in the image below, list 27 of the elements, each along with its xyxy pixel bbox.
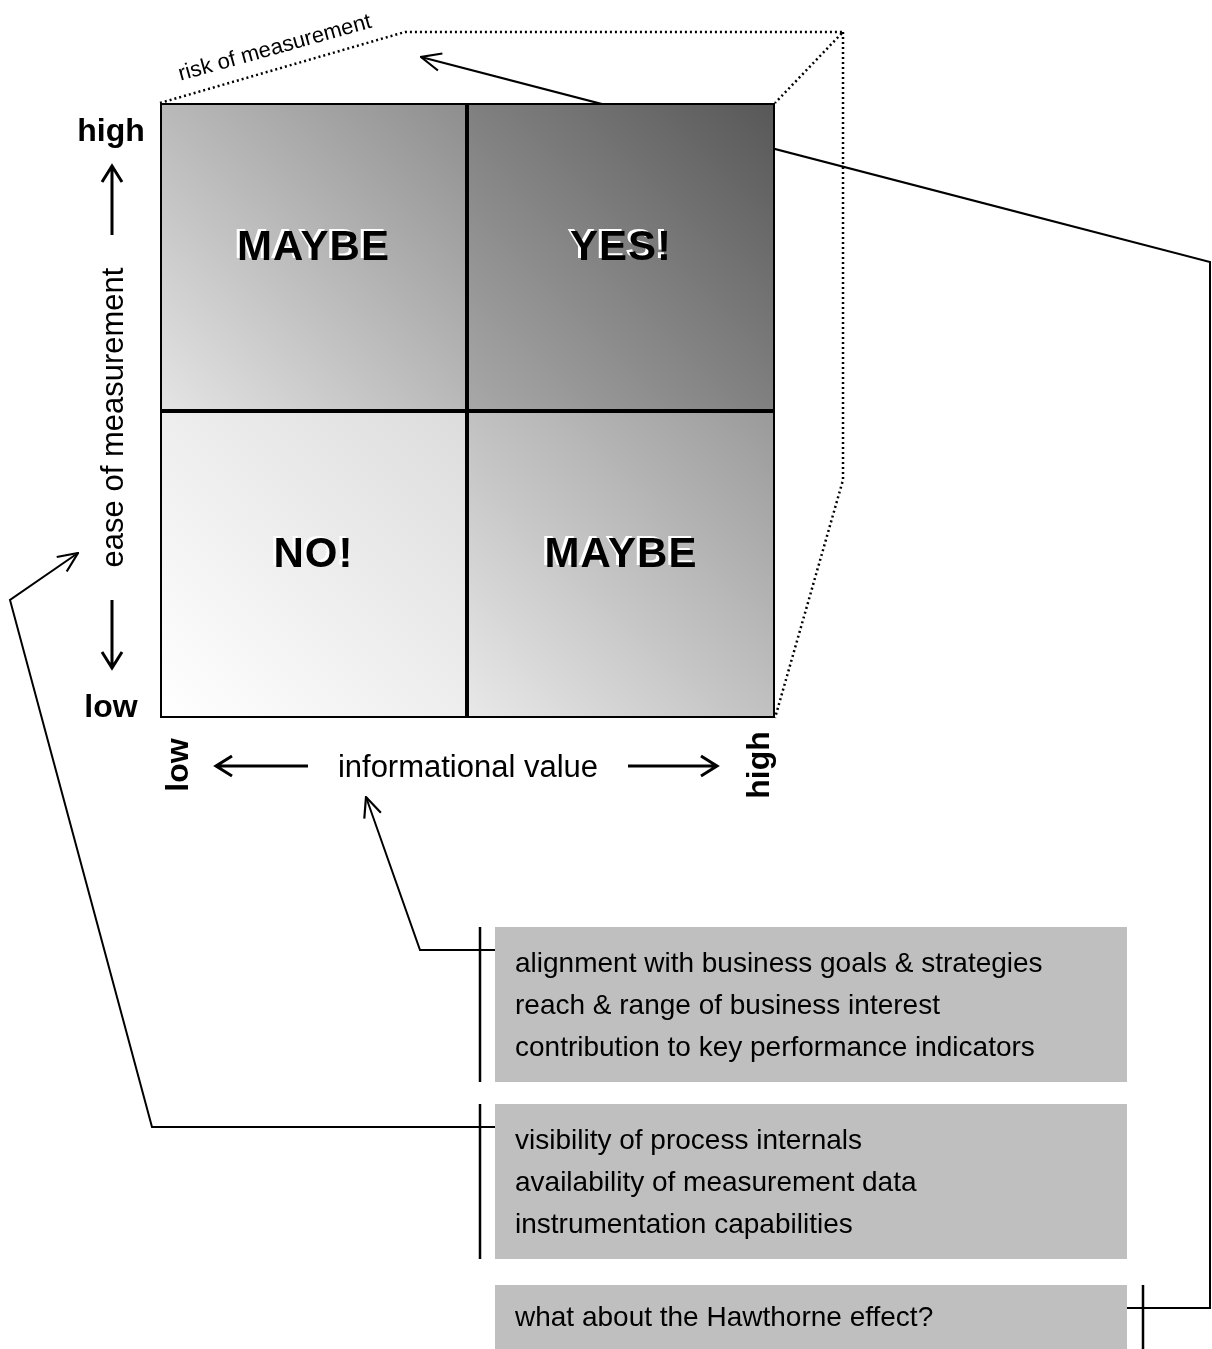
quadrant-cell (160, 411, 467, 718)
note-line: alignment with business goals & strategies (515, 945, 1044, 980)
axis-end-label: high (742, 731, 774, 799)
note-line: instrumentation capabilities (515, 1206, 854, 1241)
axis-end-label: low (84, 690, 138, 722)
quadrant-label: MAYBE (544, 528, 698, 578)
leader-line (363, 795, 496, 951)
note-box (495, 1285, 1127, 1349)
leader-line (8, 551, 496, 1128)
axis-end-label: high (77, 114, 145, 146)
note-line: visibility of process internals (515, 1122, 864, 1157)
quadrant-cell (467, 103, 775, 411)
quadrant-cell (160, 103, 467, 411)
quadrant-cell (467, 411, 775, 718)
note-line: reach & range of business interest (515, 987, 941, 1022)
note-line: availability of measurement data (515, 1164, 918, 1199)
quadrant-label: YES! (569, 220, 673, 271)
axis-title: ease of measurement (93, 255, 133, 580)
quadrant-label: NO! (273, 528, 354, 578)
leader-line (419, 52, 1211, 1309)
note-line: contribution to key performance indicators (515, 1029, 1036, 1064)
quadrant-label: MAYBE (236, 220, 391, 271)
note-line: what about the Hawthorne effect? (515, 1300, 935, 1334)
note-box (495, 1104, 1127, 1259)
note-box (495, 927, 1127, 1082)
axis-end-label: low (161, 738, 193, 792)
axis-title: informational value (320, 744, 616, 788)
